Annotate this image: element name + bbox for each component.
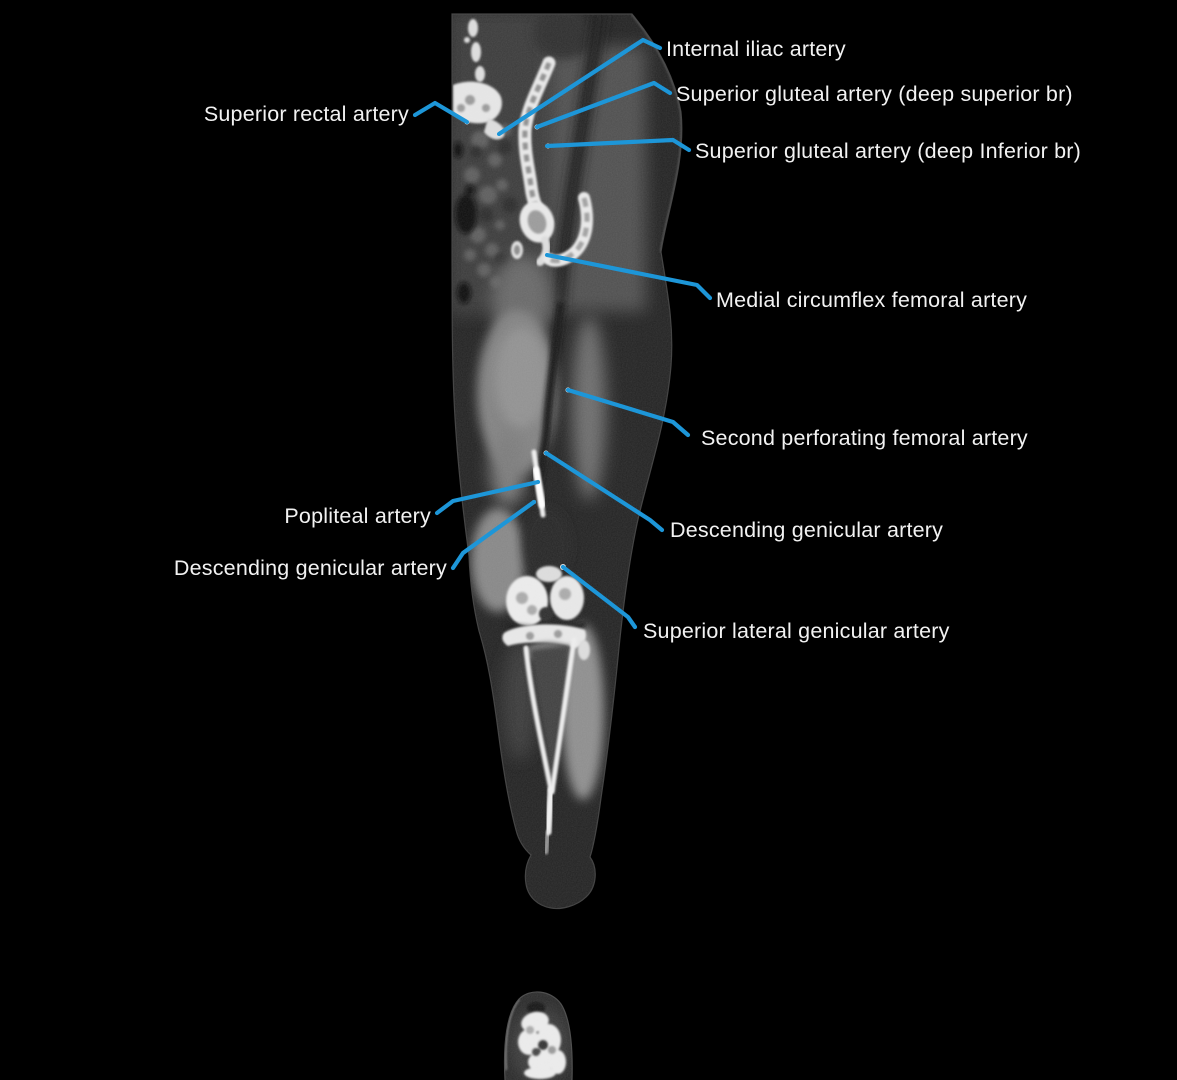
label-medial-circumflex-femoral-artery: Medial circumflex femoral artery [716,288,1027,312]
leader-internal-iliac-artery [496,37,663,137]
labels: Internal iliac artery Superior gluteal a… [174,37,1081,643]
label-popliteal-artery: Popliteal artery [284,504,431,528]
foot-outline [503,991,573,1080]
label-superior-gluteal-artery-deep-superior-br: Superior gluteal artery (deep superior b… [676,82,1073,106]
leader-medial-circumflex-femoral-artery [544,252,713,301]
leader-superior-lateral-genicular-artery [560,564,638,630]
label-descending-genicular-artery-left: Descending genicular artery [174,556,447,580]
label-superior-rectal-artery: Superior rectal artery [204,102,409,126]
body-outline [451,13,683,910]
label-superior-lateral-genicular-artery: Superior lateral genicular artery [643,619,950,643]
leader-superior-rectal-artery [412,100,470,125]
leader-lines [412,37,713,630]
label-internal-iliac-artery: Internal iliac artery [666,37,846,61]
leader-descending-genicular-artery-left [450,499,537,571]
leader-superior-gluteal-artery-deep-superior-br [534,80,673,130]
leader-superior-gluteal-artery-deep-inferior-br [544,137,692,153]
label-superior-gluteal-artery-deep-inferior-br: Superior gluteal artery (deep Inferior b… [695,139,1081,163]
leader-popliteal-artery [434,479,541,516]
label-second-perforating-femoral-artery: Second perforating femoral artery [701,426,1028,450]
label-descending-genicular-artery-right: Descending genicular artery [670,518,943,542]
leader-second-perforating-femoral-artery [565,387,691,438]
ct-foot-section [504,991,573,1080]
leader-descending-genicular-artery-right [543,450,665,533]
